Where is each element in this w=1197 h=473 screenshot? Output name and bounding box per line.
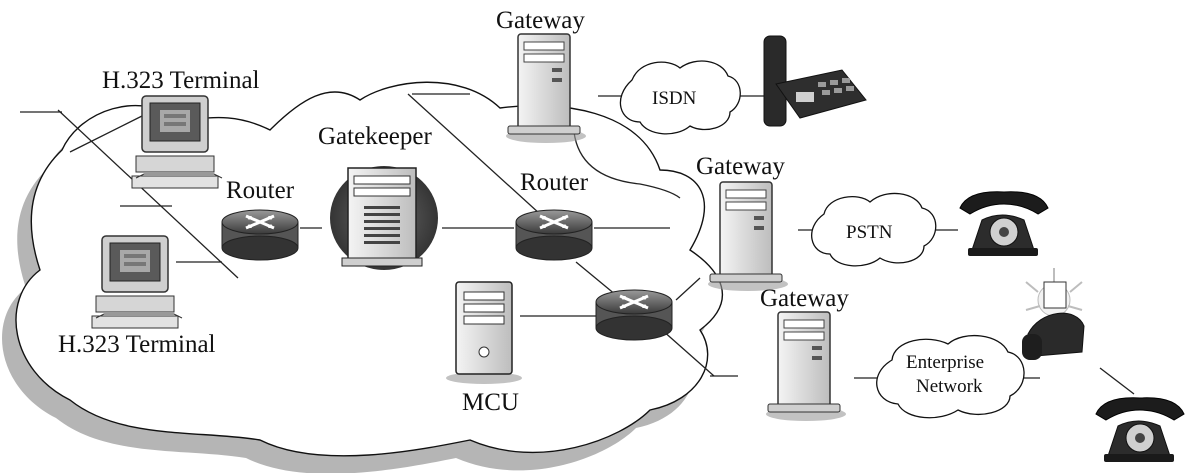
enterprise-phone-icon [1095,397,1185,463]
mcu-server [446,281,522,384]
router-left-label: Router [226,177,295,204]
pstn-label: PSTN [846,222,893,243]
pstn-cloud [811,192,937,267]
enterprise-label-line2: Network [916,376,983,397]
isdn-label: ISDN [652,88,697,109]
fax-icon [1022,268,1085,360]
terminal-bottom-label: H.323 Terminal [58,331,216,358]
enterprise-label-line1: Enterprise [906,352,984,373]
router-center-label: Router [520,169,589,196]
isdn-phone-icon [763,35,867,127]
enterprise-network-cloud [876,334,1025,419]
terminal-top-label: H.323 Terminal [102,67,260,94]
gatekeeper-label: Gatekeeper [318,123,432,150]
isdn-cloud [619,60,741,135]
gateway-mid-label: Gateway [696,153,785,180]
gateway-bottom-server [765,311,847,422]
gateway-bottom-label: Gateway [760,285,849,312]
pstn-phone-icon [959,191,1049,257]
gateway-top-server [505,33,587,144]
h323-terminal-top [131,95,223,189]
gatekeeper-server [330,166,438,270]
mcu-label: MCU [462,389,519,416]
router-center [514,208,594,262]
gateway-top-label: Gateway [496,7,585,34]
h323-terminal-bottom [91,235,183,329]
connection-lines [20,93,1135,395]
gateway-mid-server [707,181,789,292]
router-left [220,208,300,262]
router-lower [594,288,674,342]
